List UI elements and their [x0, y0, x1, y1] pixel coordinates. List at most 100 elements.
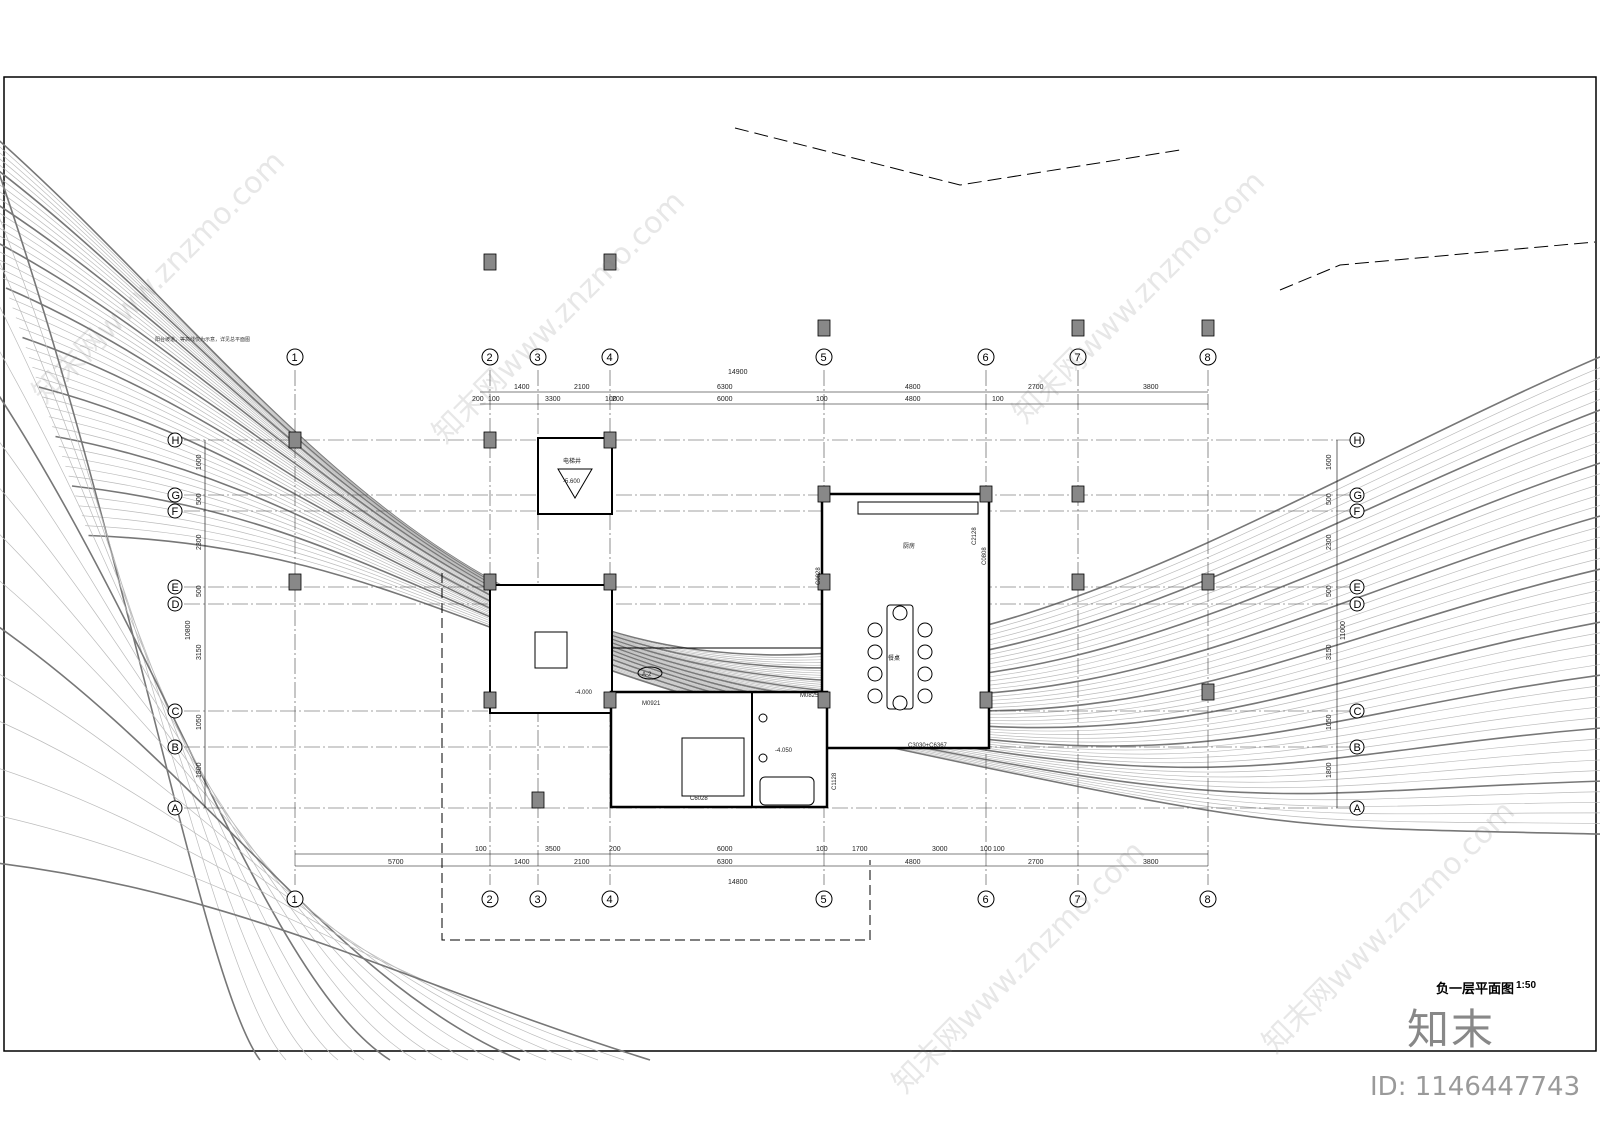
- axis-label-4: 4: [607, 894, 613, 906]
- contour-line: [0, 251, 1600, 700]
- axis-bubble: [1199, 890, 1217, 908]
- chair: [892, 605, 908, 621]
- axis-bubble: [481, 890, 499, 908]
- axis-bubble: [481, 348, 499, 366]
- column: [817, 691, 831, 709]
- chair: [917, 666, 933, 682]
- elevator-level-marker: [557, 468, 593, 499]
- axis-label-2: 2: [487, 352, 493, 364]
- contour-line: [0, 268, 1600, 706]
- dimension-text: 100: [992, 396, 1004, 403]
- axis-bubble: [1349, 596, 1365, 612]
- contour-line: [0, 158, 1600, 664]
- elevator-pit-label: 电梯井: [563, 457, 581, 465]
- axis-bubble: [1349, 503, 1365, 519]
- contour-line: [0, 170, 1600, 669]
- dimension-text: 100: [980, 846, 992, 853]
- axis-label-5: 5: [821, 894, 827, 906]
- dimension-text: 200: [612, 396, 624, 403]
- contour-line: [0, 228, 1600, 691]
- axis-label-G: G: [1354, 490, 1363, 502]
- dimension-text: 200: [472, 396, 484, 403]
- dimension-text: 100: [816, 846, 828, 853]
- axis-label-4: 4: [607, 352, 613, 364]
- dimension-text: 100: [475, 846, 487, 853]
- dimension-text: 3150: [1326, 644, 1333, 660]
- column: [1071, 485, 1085, 503]
- dimension-text: 2700: [1028, 859, 1044, 866]
- dimension-text: 100: [816, 396, 828, 403]
- column: [483, 431, 497, 449]
- chair: [917, 644, 933, 660]
- dimension-text: 11000: [1340, 621, 1347, 640]
- contour-line: [0, 198, 1600, 680]
- contour-line: [0, 164, 1600, 666]
- dimension-text: 1050: [1326, 714, 1333, 730]
- building-walls: [288, 127, 1596, 941]
- door-window-label: C0828: [816, 567, 822, 585]
- door-window-label: C0808: [982, 547, 988, 565]
- dimension-text: 500: [196, 493, 203, 505]
- contour-line: [0, 580, 495, 1061]
- dimension-text: 100: [605, 396, 617, 403]
- axis-bubble: [167, 800, 183, 816]
- axis-bubble: [286, 348, 304, 366]
- dimension-text: 5700: [388, 859, 404, 866]
- contour-line: [19, 327, 1600, 725]
- axis-label-5: 5: [821, 352, 827, 364]
- contour-line: [0, 220, 1600, 688]
- column: [603, 691, 617, 709]
- stair-core: [534, 631, 568, 669]
- boundary-line-1: [734, 127, 1181, 186]
- drawing-note: 阳台坡道，等高线仅为示意，详见总平面图: [155, 337, 251, 343]
- dimension-text: 3800: [1143, 859, 1159, 866]
- kitchen-label: 厨房: [903, 542, 915, 550]
- dimension-text: 6000: [717, 846, 733, 853]
- dimension-text: 6000: [717, 396, 733, 403]
- dimension-text: 1400: [514, 859, 530, 866]
- dimension-text: 1600: [1326, 454, 1333, 470]
- axis-bubble: [529, 348, 547, 366]
- axis-label-H: H: [172, 435, 180, 447]
- dimension-text: 14900: [728, 369, 748, 376]
- chair: [892, 695, 908, 711]
- axis-label-B: B: [1354, 742, 1361, 754]
- dimension-text: 6300: [717, 859, 733, 866]
- dimension-text: 4800: [905, 396, 921, 403]
- column: [817, 573, 831, 591]
- axis-bubble: [1069, 890, 1087, 908]
- dimension-text: 500: [196, 585, 203, 597]
- axis-bubble: [977, 348, 995, 366]
- chair: [867, 688, 883, 704]
- axis-label-B: B: [172, 742, 179, 754]
- contour-line: [0, 235, 1600, 694]
- column: [603, 431, 617, 449]
- axis-bubble: [167, 487, 183, 503]
- toilet: [758, 713, 768, 723]
- axis-label-E: E: [1354, 582, 1361, 594]
- dimension-text: 3300: [545, 396, 561, 403]
- axis-label-3: 3: [535, 352, 541, 364]
- dining-table-label: 餐桌: [888, 654, 900, 662]
- axis-bubble: [815, 890, 833, 908]
- dimension-text: 500: [1326, 585, 1333, 597]
- contour-line: [0, 205, 1600, 683]
- contour-line: [0, 306, 339, 1061]
- column: [979, 691, 993, 709]
- chair: [917, 688, 933, 704]
- column: [483, 573, 497, 591]
- contour-line: [0, 243, 1600, 697]
- column: [1201, 319, 1215, 337]
- door-window-label: C6028: [690, 796, 708, 802]
- dimension-text: 3500: [545, 846, 561, 853]
- dimension-text: 2100: [574, 859, 590, 866]
- door-window-label: M0921: [642, 701, 661, 707]
- column: [603, 253, 617, 271]
- elevator-shaft: [537, 437, 613, 515]
- axis-label-F: F: [172, 506, 179, 518]
- chair: [867, 622, 883, 638]
- axis-label-C: C: [172, 706, 180, 718]
- dimension-text: 10800: [185, 620, 192, 640]
